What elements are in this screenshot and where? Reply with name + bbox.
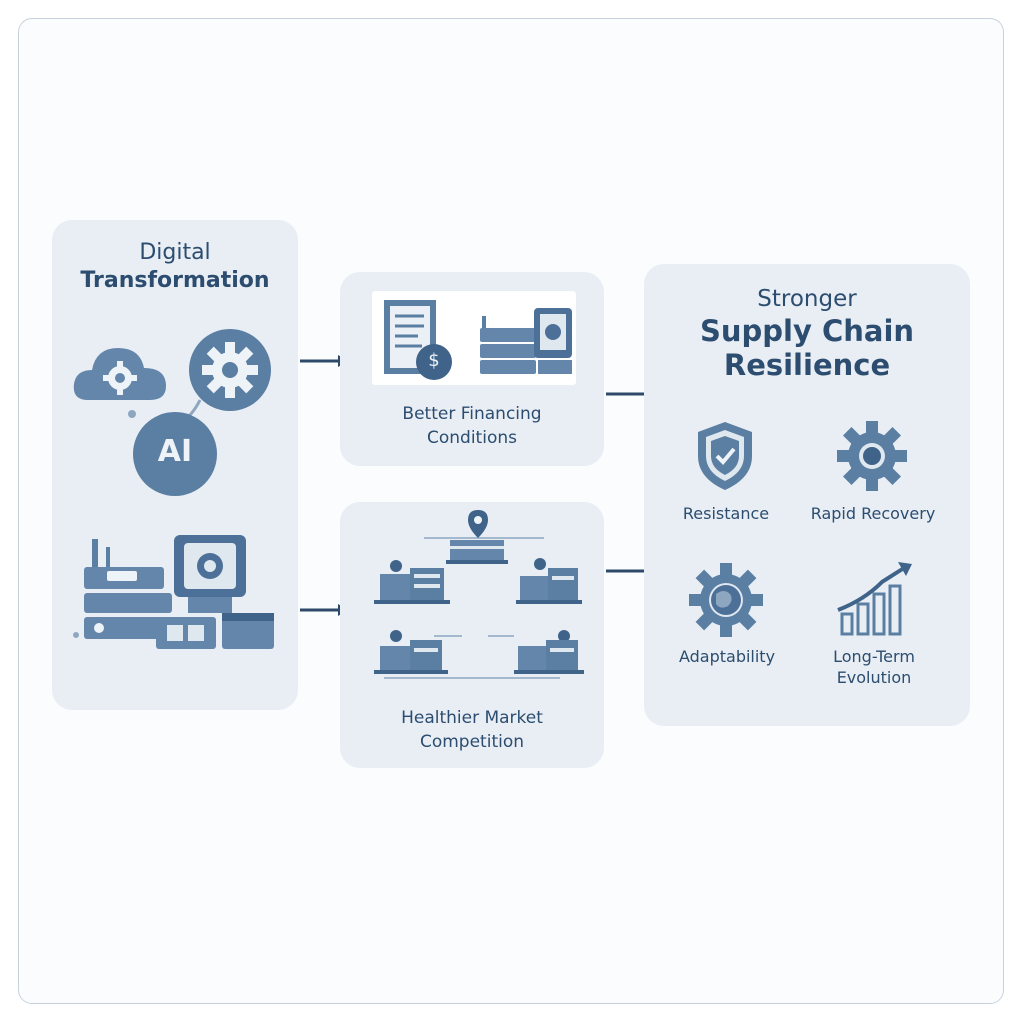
digital-title-line2: Transformation — [80, 268, 270, 293]
resilience-title-line2: Supply Chain — [699, 314, 915, 348]
shield-icon — [698, 422, 752, 490]
financing-label-line1: Better Financing — [402, 404, 542, 424]
cloud-gear-icon — [73, 348, 166, 400]
long-term-label-line2: Evolution — [836, 668, 912, 687]
server-machine-icon — [480, 308, 572, 374]
competition-label-line1: Healthier Market — [401, 708, 543, 728]
ai-badge-label: AI — [157, 434, 193, 469]
resilience-title-line1: Stronger — [757, 286, 857, 312]
panel-supply-chain-resilience — [644, 264, 970, 726]
digital-title-line1: Digital — [139, 240, 211, 265]
growth-chart-icon — [837, 562, 912, 636]
resilience-title-line3: Resilience — [723, 348, 891, 382]
adaptability-label: Adaptability — [678, 647, 776, 666]
resistance-label: Resistance — [682, 504, 770, 523]
gear-circle-icon — [189, 329, 271, 411]
rapid-recovery-label: Rapid Recovery — [810, 504, 936, 523]
dollar-coin-symbol: $ — [428, 350, 440, 371]
market-network-illustration — [374, 510, 584, 679]
financing-label-line2: Conditions — [427, 428, 517, 448]
gear-icon — [837, 421, 907, 491]
factory-machinery-icon — [73, 535, 274, 649]
globe-gear-icon — [689, 563, 763, 637]
competition-label-line2: Competition — [419, 732, 525, 752]
document-dollar-icon — [384, 300, 452, 380]
long-term-label-line1: Long-Term — [833, 647, 915, 666]
ai-badge-circle — [133, 412, 217, 496]
